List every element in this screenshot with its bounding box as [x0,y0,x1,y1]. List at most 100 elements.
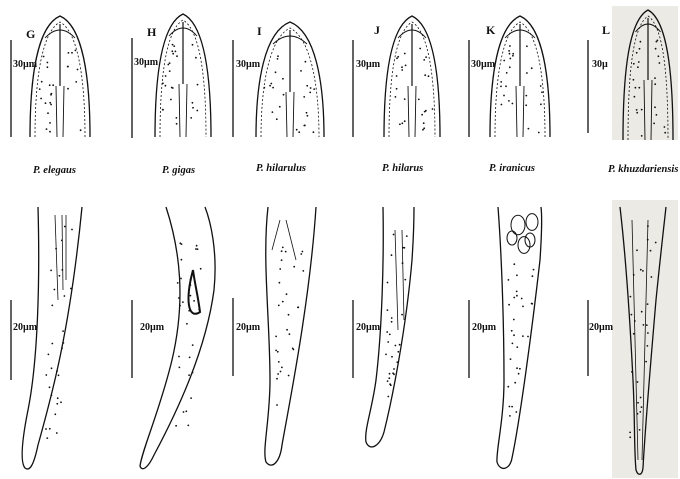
tail-scale-label-L: 20µm [589,322,613,333]
head-stipple-dot-H [192,102,194,104]
head-stipple-dot-H [162,82,164,84]
head-stipple-dot-H [171,50,173,52]
tail-scale-label-H: 20µm [140,322,164,333]
head-stipple-dot-H [190,117,192,119]
head-oesophagus-left-L [644,80,645,140]
tail-stipple-dot-H [181,259,183,261]
head-oesophagus-right-H [186,84,187,137]
head-stipple-dot-K [508,100,510,102]
head-stipple-dot-G [68,52,70,54]
head-stipple-dot-G [40,98,42,100]
head-stipple-dot-G [75,81,77,83]
tail-stipple-dot-K [513,334,515,336]
tail-stipple-dot-I [282,301,284,303]
tail-stipple-dot-K [531,303,533,305]
head-scale-label-G: 30µm [13,59,37,70]
tail-stipple-dot-G [48,354,50,356]
panel-letter-G: G [26,27,35,42]
tail-stipple-dot-L [639,429,641,431]
tail-stipple-dot-H [180,278,182,280]
head-stipple-dot-L [636,109,638,111]
tail-stipple-dot-J [388,377,390,379]
head-stipple-dot-L [664,132,666,134]
tail-stipple-dot-J [406,235,408,237]
head-stipple-dot-L [653,123,655,125]
tail-stipple-dot-I [282,247,284,249]
tail-stipple-dot-L [647,225,649,227]
tail-stipple-dot-H [187,425,189,427]
tail-stipple-dot-H [189,357,191,359]
tail-stipple-dot-K [522,306,524,308]
tail-stipple-dot-I [277,351,279,353]
tail-stipple-dot-I [288,314,290,316]
head-stipple-dot-H [169,70,171,72]
head-stipple-dot-G [50,104,52,106]
head-stipple-dot-J [418,99,420,101]
head-stipple-dot-J [395,96,397,98]
head-scale-label-L: 30µ [592,59,608,70]
head-stipple-dot-I [309,92,311,94]
head-stipple-dot-K [541,91,543,93]
tail-stipple-dot-K [521,298,523,300]
tail-stipple-dot-L [631,314,633,316]
head-stipple-dot-G [71,52,73,54]
head-stipple-dot-G [77,69,79,71]
tail-stipple-dot-H [190,397,192,399]
head-stipple-dot-K [500,86,502,88]
head-stipple-dot-K [509,58,511,60]
tail-stipple-dot-I [279,268,281,270]
tail-egg-cell-K [526,214,538,231]
head-stipple-dot-K [526,45,528,47]
head-stipple-dot-J [421,114,423,116]
tail-stipple-dot-K [508,279,510,281]
tail-stipple-dot-H [200,268,202,270]
tail-stipple-dot-J [391,317,393,319]
head-stipple-dot-H [172,44,174,46]
panel-letter-J: J [374,23,380,38]
head-stipple-dot-L [639,48,641,50]
tail-stipple-dot-G [61,347,63,349]
species-name-H: P. gigas [162,165,195,176]
head-stipple-dot-I [313,131,315,133]
tail-stipple-dot-H [185,410,187,412]
tail-stipple-dot-L [647,239,649,241]
tail-stipple-dot-I [302,251,304,253]
head-stipple-dot-I [305,61,307,63]
tail-stipple-dot-G [45,428,47,430]
head-stipple-dot-L [641,135,643,137]
head-stipple-dot-L [633,63,635,65]
tail-stipple-dot-K [532,275,534,277]
tail-stipple-dot-J [393,368,395,370]
tail-stipple-dot-J [391,321,393,323]
tail-stipple-dot-H [190,284,192,286]
head-stipple-dot-J [396,57,398,59]
tail-stipple-dot-I [280,371,282,373]
head-stipple-dot-I [275,71,277,73]
head-stipple-dot-H [176,55,178,57]
head-stipple-dot-J [399,123,401,125]
tail-stipple-dot-J [404,247,406,249]
head-stipple-dot-L [636,52,638,54]
tail-stipple-dot-L [630,296,632,298]
tail-stipple-dot-J [389,334,391,336]
head-stipple-dot-K [531,67,533,69]
tail-stipple-dot-K [533,269,535,271]
tail-stipple-dot-I [289,333,291,335]
tail-stipple-dot-J [391,356,393,358]
head-stipple-dot-I [310,87,312,89]
tail-egg-cell-K [511,215,525,235]
tail-stipple-dot-K [511,330,513,332]
head-stipple-dot-L [636,112,638,114]
tail-stipple-dot-I [281,259,283,261]
tail-stipple-dot-K [513,319,515,321]
head-stipple-dot-I [303,125,305,127]
head-stipple-dot-J [404,98,406,100]
head-scale-label-K: 30µm [471,59,495,70]
tail-outline-K [497,207,542,468]
tail-stipple-dot-G [54,289,56,291]
head-oesophagus-left-K [516,86,517,137]
head-stipple-dot-J [425,56,427,58]
species-name-L: P. khuzdariensis [608,164,678,175]
tail-stipple-dot-J [393,234,395,236]
